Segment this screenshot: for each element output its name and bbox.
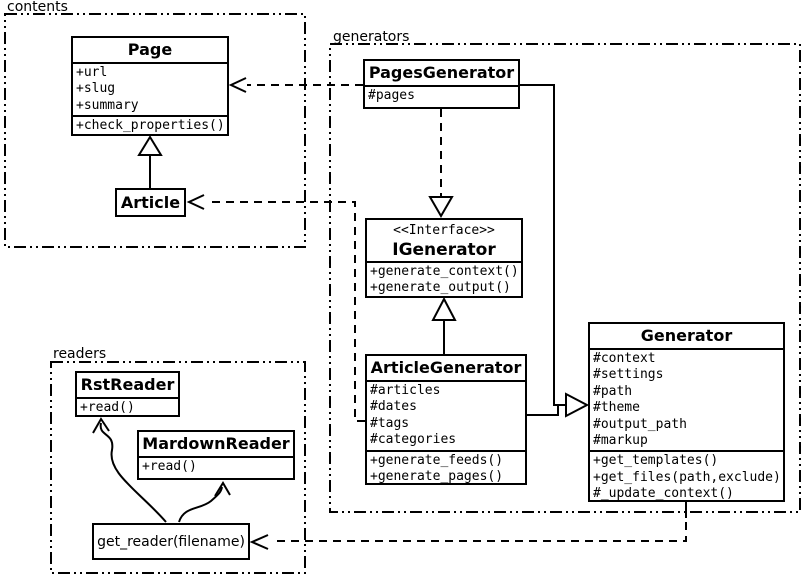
package-readers-label: readers [53, 346, 107, 362]
attribute: +summary [76, 97, 139, 113]
class-articlegenerator-attributes: #articles #dates #tags #categories [367, 380, 525, 450]
class-page-methods: +check_properties() [73, 115, 227, 135]
class-generator-methods: +get_templates() +get_files(path,exclude… [590, 450, 783, 503]
attribute: +slug [76, 81, 116, 97]
class-page: Page +url +slug +summary +check_properti… [71, 36, 229, 136]
edge-articlegenerator-article-dependency [186, 194, 365, 422]
method: +read() [142, 459, 197, 474]
class-generator-title: Generator [640, 326, 733, 345]
attribute: #settings [593, 367, 664, 383]
class-rstreader-title: RstReader [80, 375, 175, 394]
class-pagesgenerator-attributes: #pages [365, 85, 518, 107]
class-articlegenerator-title: ArticleGenerator [370, 358, 522, 377]
class-rstreader: RstReader +read() [75, 371, 180, 417]
method: +generate_feeds() [370, 452, 504, 468]
method: +generate_output() [370, 280, 511, 296]
class-generator: Generator #context #settings #path #them… [588, 322, 785, 502]
package-generators-border [329, 43, 801, 513]
class-pagesgenerator: PagesGenerator #pages [363, 59, 520, 109]
attribute: +url [76, 65, 108, 80]
class-mardownreader-methods: +read() [139, 456, 293, 478]
attribute: #tags [370, 415, 410, 431]
class-rstreader-methods: +read() [77, 397, 178, 417]
class-pagesgenerator-title: PagesGenerator [368, 63, 515, 82]
package-readers-border [50, 361, 306, 574]
package-generators-label: generators [333, 29, 410, 45]
edge-getreader-rstreader [92, 417, 167, 523]
edge-generator-inheritance [520, 84, 590, 418]
method: #_update_context() [593, 486, 734, 502]
class-igenerator-title: IGenerator [392, 240, 496, 260]
package-contents-border [4, 13, 306, 248]
class-igenerator-methods: +generate_context() +generate_output() [367, 261, 521, 298]
attribute: #markup [593, 433, 648, 449]
edge-pagesgenerator-igenerator-realization [428, 109, 454, 218]
method: +get_files(path,exclude) [593, 469, 781, 485]
class-mardownreader-title: MardownReader [142, 434, 290, 453]
edge-generator-getreader-dependency [249, 502, 687, 550]
edge-articlegenerator-igenerator-inheritance [431, 296, 457, 354]
class-mardownreader: MardownReader +read() [137, 430, 295, 480]
method: +check_properties() [76, 118, 225, 134]
edge-getreader-mardownreader [178, 481, 231, 523]
class-articlegenerator-methods: +generate_feeds() +generate_pages() [367, 449, 525, 487]
class-igenerator: <<Interface>> IGenerator +generate_conte… [365, 218, 523, 298]
class-article: Article [115, 188, 186, 217]
attribute: #pages [368, 88, 415, 103]
attribute: #context [593, 351, 656, 366]
class-generator-attributes: #context #settings #path #theme #output_… [590, 348, 783, 450]
attribute: #path [593, 383, 633, 399]
function-get-reader: get_reader(filename) [92, 523, 250, 560]
class-igenerator-header: <<Interface>> IGenerator [367, 220, 521, 261]
function-get-reader-label: get_reader(filename) [97, 533, 245, 550]
class-page-attributes: +url +slug +summary [73, 62, 227, 115]
attribute: #articles [370, 383, 441, 398]
attribute: #dates [370, 399, 417, 415]
attribute: #theme [593, 400, 640, 416]
attribute: #output_path [593, 416, 687, 432]
class-articlegenerator: ArticleGenerator #articles #dates #tags … [365, 354, 527, 485]
attribute: #categories [370, 432, 457, 448]
method: +read() [80, 400, 135, 415]
edge-article-page-inheritance [137, 135, 163, 188]
method: +get_templates() [593, 453, 719, 469]
method: +generate_pages() [370, 469, 504, 485]
package-contents-label: contents [7, 0, 68, 15]
stereotype: <<Interface>> [393, 223, 495, 238]
edge-pagesgenerator-page-dependency [228, 77, 363, 93]
class-article-title: Article [120, 192, 181, 212]
method: +generate_context() [370, 264, 519, 279]
class-page-title: Page [127, 40, 173, 59]
